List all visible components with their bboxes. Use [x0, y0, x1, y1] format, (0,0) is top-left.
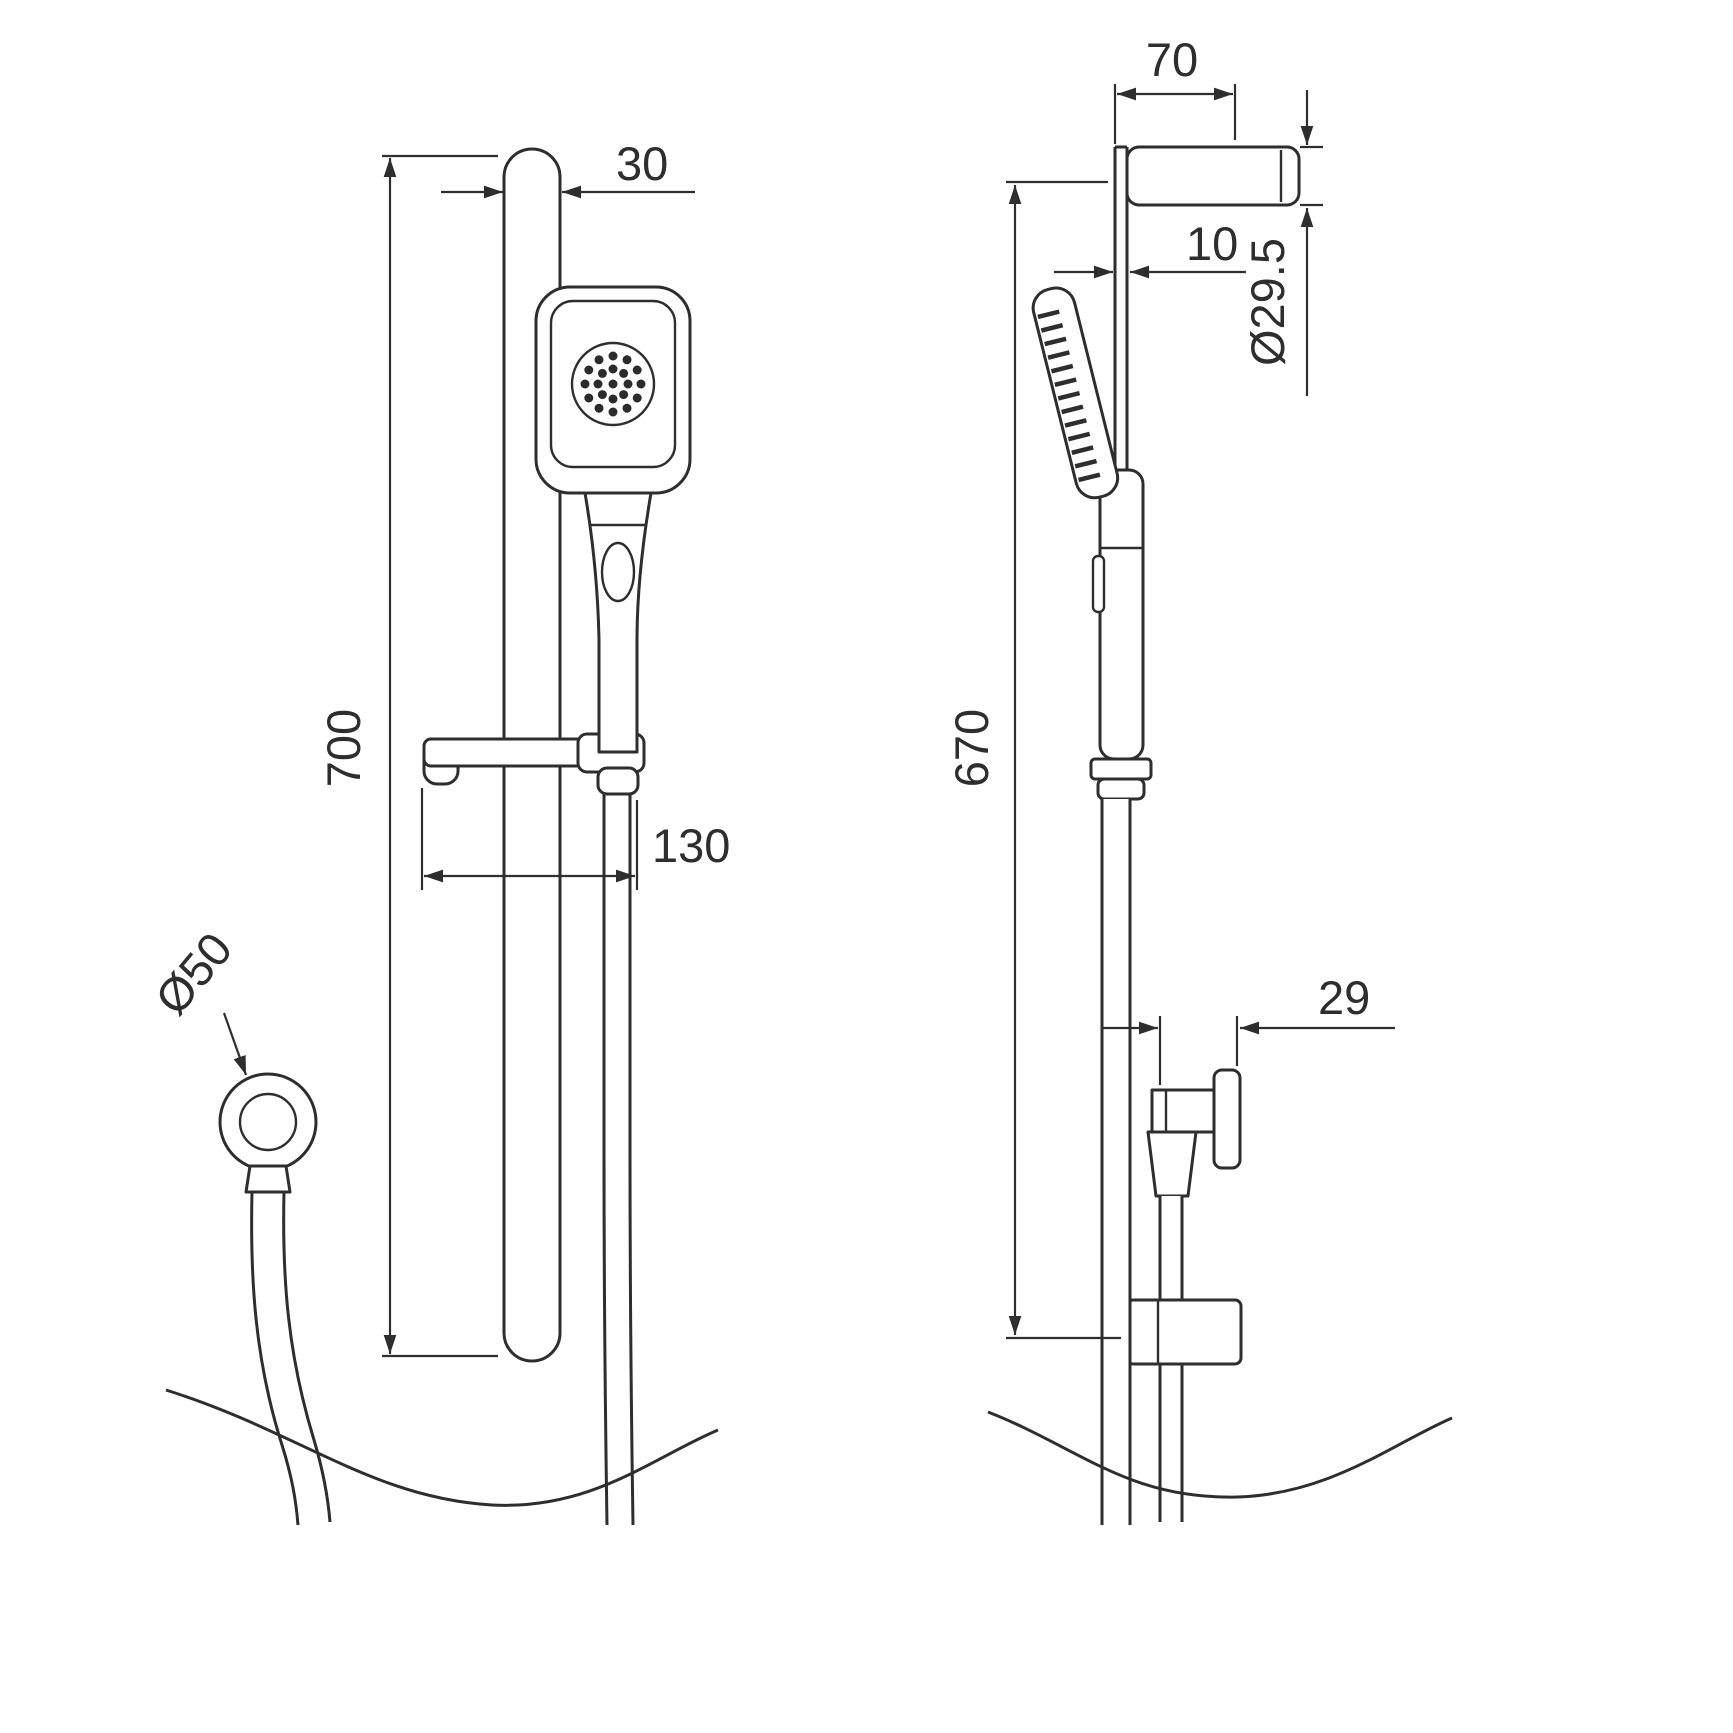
dimension-rail-length: 700 — [317, 154, 498, 1358]
nozzle-ticks-side — [1037, 309, 1102, 488]
slider-offset-label: 130 — [652, 819, 730, 872]
mode-button-side — [1091, 554, 1106, 614]
dimension-slider-offset: 130 — [420, 788, 730, 890]
dimension-rail-width: 30 — [441, 137, 695, 199]
wall-bracket-side — [1125, 145, 1301, 207]
bracket-diameter-label: Ø29.5 — [1241, 238, 1294, 366]
rail-depth-label: 10 — [1186, 217, 1238, 270]
outlet-diameter-label: Ø50 — [145, 922, 243, 1024]
wall-outlet-side — [1146, 1068, 1242, 1522]
outlet-projection-label: 29 — [1318, 971, 1370, 1024]
dimension-outlet-diameter: Ø50 — [145, 922, 248, 1076]
mounting-height-label: 670 — [945, 709, 998, 787]
handshower-front — [534, 285, 692, 796]
handle-nut-side-b — [1096, 777, 1146, 801]
handle-side — [1098, 468, 1145, 761]
outlet-hose-right — [282, 1191, 332, 1523]
break-line-front — [165, 1388, 719, 1507]
spray-plate — [549, 299, 677, 469]
hose-edge-left — [602, 794, 609, 1526]
dimension-mounting-height: 670 — [945, 180, 1121, 1340]
outlet-pipe-side — [1150, 1088, 1216, 1134]
dimension-rail-depth: 10 — [1054, 217, 1246, 279]
rail-length-label: 700 — [317, 709, 370, 787]
spray-center-dots — [580, 351, 646, 417]
shower-handle-front — [583, 491, 653, 754]
hose-front — [602, 794, 635, 1526]
outlet-flange-side — [1212, 1068, 1242, 1170]
outlet-collar — [244, 1164, 292, 1194]
wall-outlet-front — [218, 1072, 332, 1526]
side-view: 70 Ø29.5 10 670 29 — [945, 33, 1453, 1525]
hose-side — [1100, 799, 1132, 1525]
handshower-side — [1031, 286, 1153, 801]
dimension-bracket-diameter: Ø29.5 — [1241, 90, 1323, 396]
handle-nut-side-a — [1089, 757, 1153, 781]
dimension-bracket-projection: 70 — [1113, 33, 1237, 144]
hose-edge-right — [628, 794, 635, 1526]
outlet-ring-outer — [218, 1072, 318, 1172]
outlet-hose-left — [250, 1191, 300, 1526]
rail-width-label: 30 — [616, 137, 668, 190]
mode-button-front — [600, 541, 636, 603]
dimension-outlet-projection: 29 — [1102, 971, 1395, 1085]
outlet-cone-side — [1146, 1130, 1198, 1198]
bracket-projection-label: 70 — [1146, 33, 1198, 86]
break-line-side — [987, 1410, 1453, 1499]
handle-nut-front — [596, 766, 640, 796]
slider-holder-side — [1125, 1298, 1243, 1366]
outlet-ring-inner — [238, 1092, 298, 1152]
front-view: 30 700 130 Ø50 — [145, 137, 730, 1526]
